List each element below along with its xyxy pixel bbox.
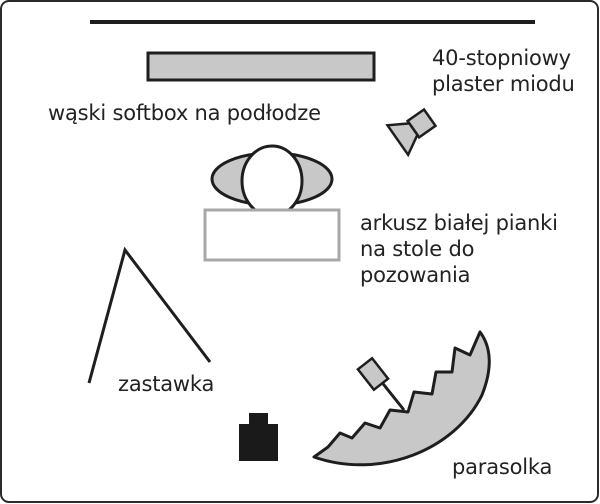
foam-label-line1: arkusz białej pianki [360, 211, 558, 235]
umbrella-light-head [356, 356, 390, 392]
umbrella-label-text: parasolka [452, 455, 553, 479]
foam-sheet [203, 208, 341, 262]
honeycomb-label-line2: plaster miodu [432, 72, 575, 96]
flag-label: zastawka [118, 371, 214, 397]
camera-icon [239, 413, 278, 461]
narrow-softbox [146, 51, 376, 82]
honeycomb-label: 40-stopniowy plaster miodu [432, 45, 575, 97]
subject [210, 144, 334, 218]
umbrella-canopy [312, 330, 491, 467]
foam-label-line3: pozowania [360, 263, 471, 287]
softbox-label: wąski softbox na podłodze [48, 100, 321, 126]
umbrella-label: parasolka [452, 454, 552, 480]
foam-label-line2: na stole do [360, 237, 475, 261]
subject-head [240, 144, 304, 218]
flag-label-text: zastawka [118, 372, 215, 396]
honeycomb-light [385, 107, 438, 158]
foam-label: arkusz białej pianki na stole do pozowan… [360, 210, 558, 288]
softbox-label-text: wąski softbox na podłodze [48, 101, 321, 125]
flag [87, 246, 212, 384]
honeycomb-label-line1: 40-stopniowy [432, 46, 571, 70]
umbrella [312, 330, 491, 467]
